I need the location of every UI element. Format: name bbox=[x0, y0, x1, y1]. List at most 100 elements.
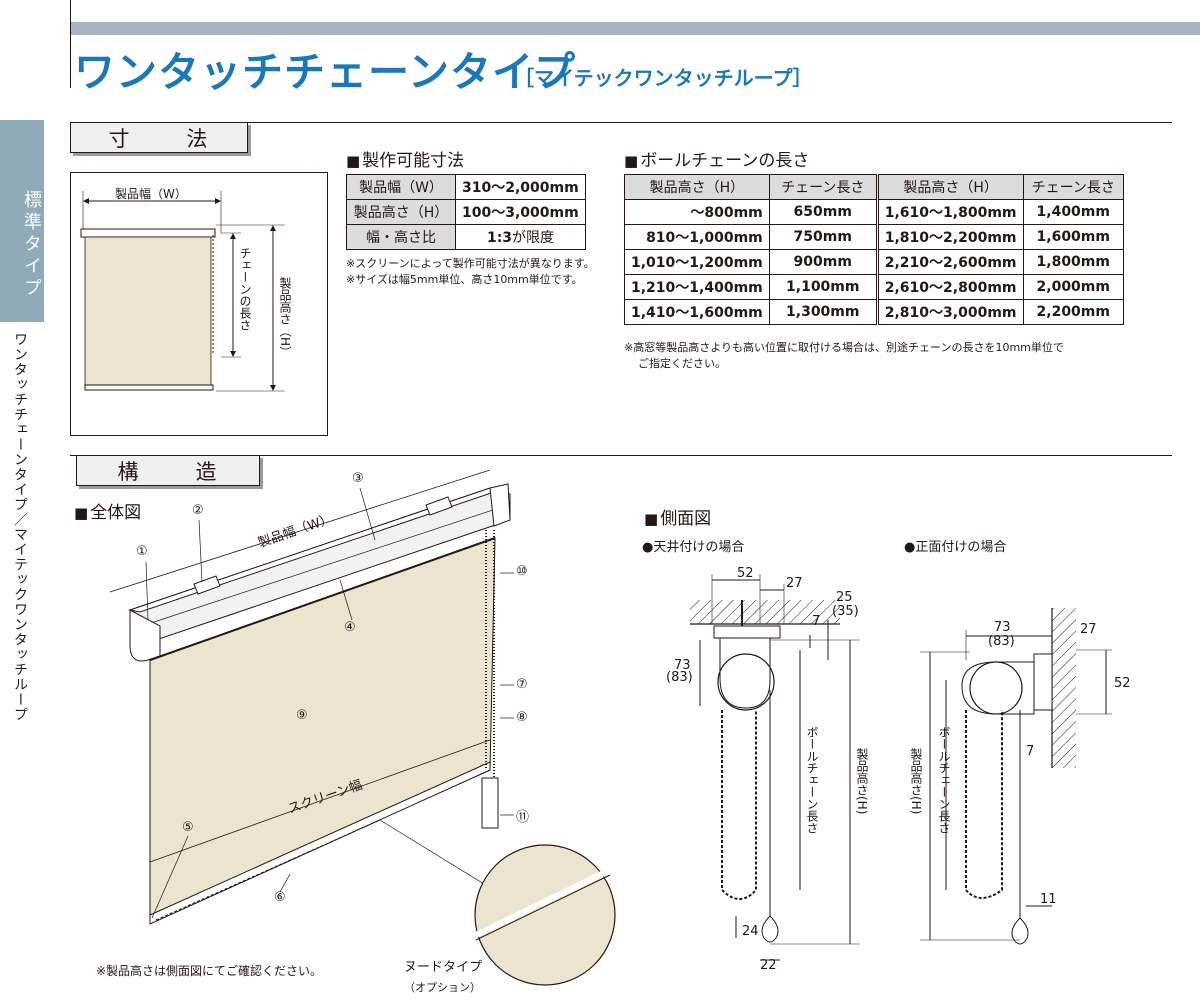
part-number-8: ⑧ bbox=[516, 710, 528, 725]
table-cell: 1,600mm bbox=[1022, 224, 1124, 250]
section-rule-structure bbox=[70, 455, 1172, 456]
diagram-chain-label: チェーンの長さ bbox=[238, 247, 252, 331]
front-height-label: 製品高さ(H) bbox=[909, 748, 923, 815]
dimension-diagram: 製品幅（W） チェーンの長さ 製品高さ（H） bbox=[70, 172, 328, 436]
part-number-5: ⑤ bbox=[182, 820, 194, 835]
table-row: 幅・高さ比 1:3が限度 bbox=[346, 224, 586, 250]
section-rule-dimensions bbox=[70, 122, 1172, 123]
front-dim-11: 11 bbox=[1040, 892, 1057, 907]
side-tab-label: 標準タイプ bbox=[21, 190, 42, 300]
header-rule bbox=[70, 0, 71, 88]
dim-35: (35) bbox=[832, 604, 859, 619]
table-header: 製品高さ（H） bbox=[875, 174, 1024, 200]
table-cell: 1,410〜1,600mm bbox=[624, 299, 770, 325]
side-view-heading: 側面図 bbox=[644, 504, 711, 529]
makeable-table: 製品幅（W） 310〜2,000mm 製品高さ（H） 100〜3,000mm 幅… bbox=[346, 174, 586, 250]
table-cell: 1,800mm bbox=[1022, 249, 1124, 275]
table-cell: 2,210〜2,600mm bbox=[875, 249, 1024, 275]
side-view-diagram bbox=[690, 574, 1112, 961]
table-cell: 1,810〜2,200mm bbox=[875, 224, 1024, 250]
table-cell: 310〜2,000mm bbox=[455, 174, 586, 200]
overall-note: ※製品高さは側面図にてご確認ください。 bbox=[96, 964, 323, 978]
section-label: 寸 法 bbox=[108, 126, 226, 151]
part-number-7: ⑦ bbox=[516, 677, 528, 692]
dim-22: 22 bbox=[760, 958, 777, 973]
section-label: 構 造 bbox=[117, 459, 235, 484]
table-cell: 幅・高さ比 bbox=[346, 224, 456, 250]
table-cell: 1,610〜1,800mm bbox=[875, 199, 1024, 225]
overall-heading: 全体図 bbox=[74, 498, 141, 523]
section-heading-dimensions: 寸 法 bbox=[70, 122, 248, 153]
makeable-heading: 製作可能寸法 bbox=[346, 146, 464, 171]
nude-label: ヌードタイプ bbox=[404, 960, 483, 975]
table-cell: 1:3が限度 bbox=[455, 224, 586, 250]
table-cell: 900mm bbox=[768, 249, 878, 275]
table-cell: 2,610〜2,800mm bbox=[875, 274, 1024, 300]
table-row: 製品高さ（H） 100〜3,000mm bbox=[346, 199, 586, 225]
makeable-note-1: ※スクリーンによって製作可能寸法が異なります。 bbox=[346, 257, 595, 270]
ceiling-mount-label: ●天井付けの場合 bbox=[642, 540, 745, 555]
table-header: チェーン長さ bbox=[768, 174, 878, 200]
table-cell: 1,100mm bbox=[768, 274, 878, 300]
dim-73: 73 bbox=[674, 658, 691, 673]
part-number-4: ④ bbox=[344, 620, 356, 635]
table-row: 製品幅（W） 310〜2,000mm bbox=[346, 174, 586, 200]
dim-83: (83) bbox=[666, 670, 693, 685]
table-cell: 750mm bbox=[768, 224, 878, 250]
dim-25: 25 bbox=[836, 590, 853, 605]
part-number-2: ② bbox=[192, 503, 204, 518]
ceiling-height-label: 製品高さ(H) bbox=[855, 748, 869, 815]
front-mount-label: ●正面付けの場合 bbox=[904, 540, 1007, 555]
ratio-value: 1:3 bbox=[486, 230, 513, 246]
chain-note-line-2: ご指定ください。 bbox=[638, 357, 726, 370]
table-header: 製品高さ（H） bbox=[624, 174, 770, 200]
front-dim-27: 27 bbox=[1080, 622, 1097, 637]
table-cell: 2,810〜3,000mm bbox=[875, 299, 1024, 325]
part-number-10: ⑩ bbox=[516, 564, 528, 579]
page-title: ワンタッチチェーンタイプ bbox=[74, 48, 576, 96]
front-dim-7: 7 bbox=[1026, 744, 1035, 759]
front-dim-83: (83) bbox=[988, 634, 1015, 649]
diagram-width-label: 製品幅（W） bbox=[115, 187, 187, 201]
table-header-row: 製品高さ（H） チェーン長さ 製品高さ（H） チェーン長さ bbox=[624, 174, 1124, 200]
table-cell: 1,300mm bbox=[768, 299, 878, 325]
dim-24: 24 bbox=[742, 924, 759, 939]
table-cell: 2,000mm bbox=[1022, 274, 1124, 300]
table-cell: 2,200mm bbox=[1022, 299, 1124, 325]
side-tab: 標準タイプ bbox=[0, 120, 44, 322]
part-number-11: ⑪ bbox=[516, 810, 530, 825]
table-cell: 製品高さ（H） bbox=[346, 199, 456, 225]
dim-52: 52 bbox=[737, 566, 754, 581]
dim-27: 27 bbox=[786, 576, 803, 591]
table-cell: 〜800mm bbox=[624, 199, 770, 225]
table-cell: 100〜3,000mm bbox=[455, 199, 586, 225]
section-heading-structure: 構 造 bbox=[76, 455, 260, 486]
chain-heading: ボールチェーンの長さ bbox=[624, 146, 809, 171]
table-cell: 1,210〜1,400mm bbox=[624, 274, 770, 300]
part-number-3: ③ bbox=[352, 471, 364, 486]
overall-diagram bbox=[109, 470, 616, 986]
table-cell: 1,010〜1,200mm bbox=[624, 249, 770, 275]
table-cell: 810〜1,000mm bbox=[624, 224, 770, 250]
header-band bbox=[70, 22, 1200, 35]
part-number-6: ⑥ bbox=[274, 890, 286, 905]
side-vertical-text: ワンタッチチェーンタイプ／マイテックワンタッチループ bbox=[12, 332, 28, 722]
table-cell: 650mm bbox=[768, 199, 878, 225]
table-header: チェーン長さ bbox=[1022, 174, 1124, 200]
part-number-1: ① bbox=[136, 544, 148, 559]
table-cell: 1,400mm bbox=[1022, 199, 1124, 225]
ceiling-chain-label: ボールチェーン長さ bbox=[805, 726, 819, 834]
chain-note-line-1: ※高窓等製品高さよりも高い位置に取付ける場合は、別途チェーンの長さを10mm単位… bbox=[624, 341, 1064, 354]
front-dim-52: 52 bbox=[1114, 676, 1131, 691]
diagram-height-label: 製品高さ（H） bbox=[278, 277, 292, 359]
front-chain-label: ボールチェーン長さ bbox=[937, 726, 951, 834]
table-cell: 製品幅（W） bbox=[346, 174, 456, 200]
ratio-suffix: が限度 bbox=[512, 230, 555, 246]
front-dim-73: 73 bbox=[994, 620, 1011, 635]
